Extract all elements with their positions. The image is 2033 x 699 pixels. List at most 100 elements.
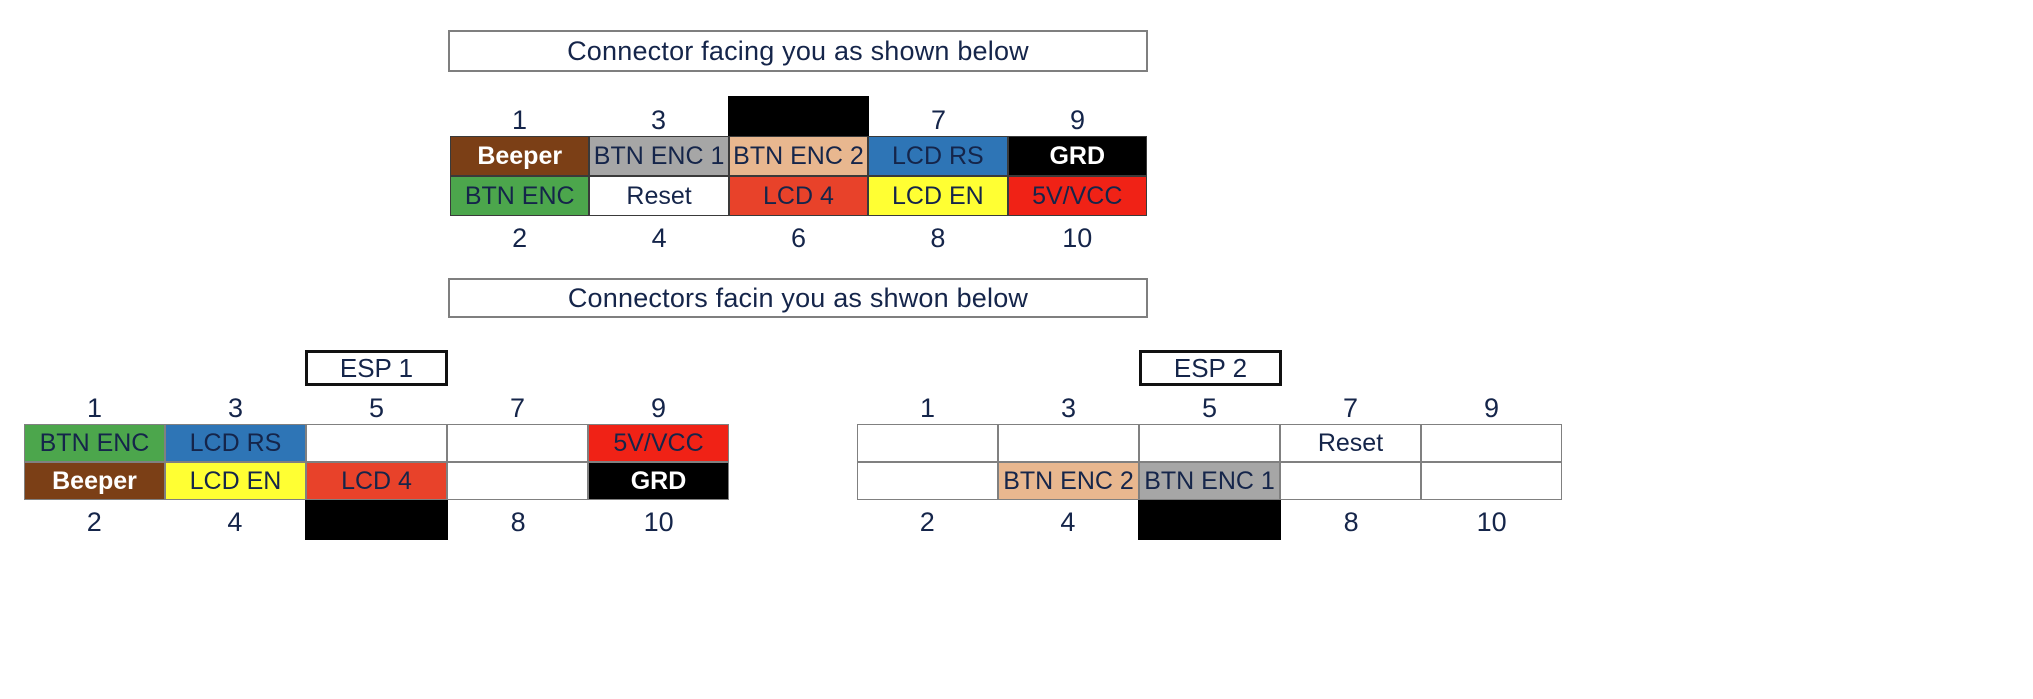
esp1-top-pin-4: 7 [447,388,588,424]
esp2-top-pin-2: 3 [998,388,1139,424]
esp1-top-pin-number-label: 7 [509,393,526,423]
esp1-bottom-pin-1: 2 [24,500,165,538]
esp2-row-top: Reset [857,424,1562,462]
esp1-cell-label: 5V/VCC [613,428,704,457]
esp1-top-pin-number-label: 1 [86,393,103,423]
esp2-cell-label: BTN ENC 1 [1144,466,1275,495]
esp1-cell-bottom-4 [447,462,588,500]
esp2-top-pin-number-label: 7 [1342,393,1359,423]
esp2-top-pin-number-label: 1 [919,393,936,423]
esp2-top-pin-number-label: 9 [1483,393,1500,423]
esp1-bottom-pin-4: 8 [448,500,589,538]
main-top-pin-number-label: 1 [511,105,528,135]
esp2-bottom-pin-number-label: 4 [1060,507,1076,537]
main-cell-top-1: Beeper [450,136,590,176]
esp1-label-text: ESP 1 [339,352,414,383]
main-top-pin-numbers: 1 3 7 9 [450,96,1147,138]
caption-middle-text: Connectors facin you as shwon below [567,282,1029,313]
main-bottom-pin-1: 2 [450,216,589,254]
main-cell-label: GRD [1049,141,1106,170]
main-cell-top-5: GRD [1007,136,1147,176]
esp2-cell-label: BTN ENC 2 [1003,466,1134,495]
esp1-label-box: ESP 1 [305,350,448,386]
esp1-bottom-pin-2: 4 [165,500,306,538]
esp1-top-pin-3: 5 [306,388,447,424]
main-top-pin-5: 9 [1008,96,1147,136]
main-bottom-pin-5: 10 [1008,216,1147,254]
esp1-cell-label: LCD EN [189,466,282,495]
main-cell-label: LCD RS [892,141,984,170]
esp1-cell-label: BTN ENC [39,428,150,457]
esp1-cell-top-5: 5V/VCC [588,424,729,462]
main-top-pin-number-label: 7 [930,105,947,135]
esp1-top-pin-number-label: 9 [650,393,667,423]
esp2-cell-top-2 [998,424,1139,462]
esp1-connector-grid: BTN ENC LCD RS 5V/VCC Beeper LCD EN LCD 4 GRD [24,424,729,500]
main-cell-bottom-5: 5V/VCC [1007,176,1147,216]
esp2-bottom-pin-number-label: 2 [919,507,935,537]
esp1-cell-top-3 [306,424,447,462]
esp2-bottom-pin-1: 2 [857,500,998,538]
esp2-top-pin-5: 9 [1421,388,1562,424]
main-cell-label: BTN ENC 2 [733,141,864,170]
esp1-cell-label: LCD RS [189,428,282,457]
esp2-cell-top-4: Reset [1280,424,1421,462]
main-bottom-pin-2: 4 [589,216,728,254]
caption-top-text: Connector facing you as shown below [567,35,1029,66]
main-cell-label: BTN ENC [464,181,575,210]
esp1-top-pin-5: 9 [588,388,729,424]
esp2-cell-bottom-2: BTN ENC 2 [998,462,1139,500]
esp2-cell-bottom-5 [1421,462,1562,500]
caption-top-connector: Connector facing you as shown below [448,30,1148,72]
esp2-bottom-pin-5: 10 [1421,500,1562,538]
esp1-bottom-pin-5: 10 [588,500,729,538]
esp2-cell-bottom-4 [1280,462,1421,500]
main-bottom-pin-number-label: 2 [512,223,528,253]
esp2-top-pin-number-label: 3 [1060,393,1077,423]
main-cell-top-4: LCD RS [868,136,1008,176]
main-cell-bottom-3: LCD 4 [728,176,869,216]
esp1-cell-label: GRD [630,466,687,495]
esp1-bottom-notch-block [305,500,448,540]
main-cell-top-2: BTN ENC 1 [589,136,729,176]
main-cell-bottom-1: BTN ENC [450,176,590,216]
esp2-bottom-notch-block [1138,500,1281,540]
main-cell-bottom-2: Reset [589,176,729,216]
main-bottom-pin-3: 6 [729,216,868,254]
esp2-cell-label: Reset [1317,428,1384,457]
esp1-top-pin-number-label: 5 [368,393,385,423]
esp2-cell-bottom-3: BTN ENC 1 [1139,462,1280,500]
main-bottom-pin-4: 8 [868,216,1007,254]
main-cell-label: BTN ENC 1 [593,141,725,170]
esp1-cell-top-2: LCD RS [165,424,306,462]
esp2-top-pin-1: 1 [857,388,998,424]
esp2-top-pin-number-label: 5 [1201,393,1218,423]
esp1-cell-bottom-3: LCD 4 [306,462,447,500]
main-cell-label: LCD 4 [763,181,834,210]
esp2-bottom-pin-4: 8 [1281,500,1422,538]
main-top-notch-block [728,96,869,138]
main-bottom-pin-number-label: 8 [930,223,946,253]
esp2-cell-top-1 [857,424,998,462]
esp2-label-box: ESP 2 [1139,350,1282,386]
esp1-cell-bottom-1: Beeper [24,462,165,500]
main-cell-label: 5V/VCC [1032,181,1123,210]
main-cell-top-3: BTN ENC 2 [728,136,869,176]
esp1-cell-label: LCD 4 [341,466,412,495]
esp1-cell-bottom-5: GRD [588,462,729,500]
main-top-pin-4: 7 [869,96,1008,136]
esp2-cell-top-5 [1421,424,1562,462]
esp2-bottom-pin-2: 4 [998,500,1139,538]
esp1-bottom-pin-number-label: 8 [510,507,526,537]
esp1-row-top: BTN ENC LCD RS 5V/VCC [24,424,729,462]
main-top-pin-number-label: 3 [650,105,667,135]
